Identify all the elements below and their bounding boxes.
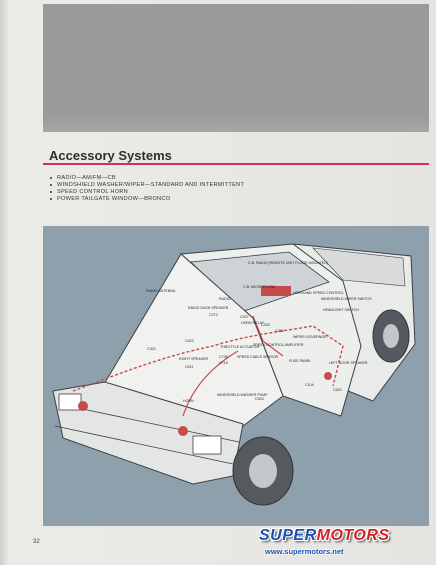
section-title: Accessory Systems bbox=[49, 148, 172, 163]
callout-horn-speed: HORN AND SPEED CONTROL bbox=[293, 291, 344, 295]
bullet-item: RADIO—AM/FM—CB bbox=[50, 175, 244, 182]
callout-connector: C104 bbox=[305, 383, 314, 387]
callout-cb-microphone: C.B. MICROPHONE bbox=[243, 285, 276, 289]
wiring-harness bbox=[72, 325, 344, 392]
callout-right-speaker: RIGHT SPEAKER bbox=[179, 357, 208, 361]
watermark-url: www.supermotors.net bbox=[265, 547, 344, 556]
bullet-item: SPEED CONTROL HORN bbox=[50, 189, 244, 196]
washer-pump bbox=[178, 426, 188, 436]
callout-wiper-governor: WIPER GOVERNOR bbox=[293, 335, 327, 339]
callout-headlight-switch: HEADLIGHT SWITCH bbox=[323, 308, 359, 312]
callout-connector: C511 bbox=[185, 365, 193, 369]
watermark-logo: SUPERMOTORS bbox=[259, 527, 390, 544]
watermark: SUPERMOTORS www.supermotors.net bbox=[259, 527, 431, 561]
bullet-item: POWER TAILGATE WINDOW—BRONCO bbox=[50, 196, 244, 203]
callout-horn-relay: HORN RELAY bbox=[241, 321, 265, 325]
callout-connector: C728 bbox=[219, 355, 228, 359]
callout-horn: HORN bbox=[183, 399, 194, 403]
callout-speed-sensor: SPEED CABLE SENSOR bbox=[237, 355, 279, 359]
callout-connector: C302 bbox=[147, 347, 156, 351]
callout-connector: C326 bbox=[275, 329, 284, 333]
scan-edge-shadow bbox=[0, 0, 8, 565]
callout-connector: C718 bbox=[219, 361, 228, 365]
callout-dash-speaker: RADIO DASH SPEAKER bbox=[188, 306, 229, 310]
callout-left-door-speaker: LEFT DOOR SPEAKER bbox=[329, 361, 368, 365]
callout-connector: C523 bbox=[185, 339, 194, 343]
door-speaker bbox=[324, 372, 332, 380]
callout-radio: RADIO bbox=[219, 297, 231, 301]
truck-wiring-illustration: C.B. RADIO (REMOTE UNIT FLOOR MOUNTED) C… bbox=[43, 226, 429, 526]
callout-washer-pump: WINDSHIELD WASHER PUMP bbox=[217, 393, 268, 397]
accessory-bullet-list: RADIO—AM/FM—CB WINDSHIELD WASHER/WIPER—S… bbox=[50, 175, 244, 203]
callout-speed-amplifier: SPEED CONTROL AMPLIFIER bbox=[253, 343, 304, 347]
callout-radio-antenna: RADIO ANTENNA bbox=[146, 289, 176, 293]
callout-wiper-switch: WINDSHIELD WIPER SWITCH bbox=[321, 297, 372, 301]
callout-connector: C272 bbox=[209, 313, 218, 317]
radio-unit bbox=[261, 286, 291, 296]
headlight bbox=[192, 435, 222, 455]
bullet-dot-icon bbox=[50, 183, 52, 186]
headlight bbox=[58, 393, 82, 411]
callout-cb-radio: C.B. RADIO (REMOTE UNIT FLOOR MOUNTED) bbox=[248, 261, 328, 265]
callout-connector: C325 bbox=[261, 323, 270, 327]
horn-unit bbox=[78, 401, 88, 411]
callout-connector: C503 bbox=[255, 397, 264, 401]
bullet-dot-icon bbox=[50, 176, 52, 179]
accent-rule bbox=[43, 163, 429, 165]
blank-photo-placeholder bbox=[43, 4, 429, 132]
page-number: 32 bbox=[33, 539, 40, 545]
bullet-dot-icon bbox=[50, 197, 52, 200]
callout-connector: C520 bbox=[333, 388, 342, 392]
callout-fuse-panel: FUSE PANEL bbox=[289, 359, 311, 363]
callout-connector: C527 bbox=[240, 315, 249, 319]
bullet-item: WINDSHIELD WASHER/WIPER—STANDARD AND INT… bbox=[50, 182, 244, 189]
bullet-dot-icon bbox=[50, 190, 52, 193]
callout-throttle-actuator: THROTTLE ACTUATOR bbox=[220, 345, 260, 349]
